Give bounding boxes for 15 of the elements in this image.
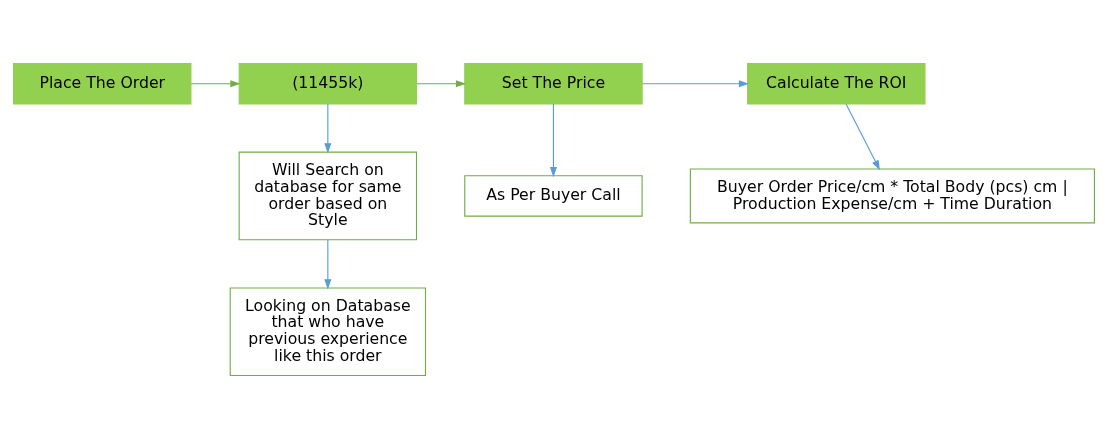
arrow [641, 79, 749, 87]
node-box: Will Search on database for same order based on Style [238, 151, 418, 240]
node-box: As Per Buyer Call [464, 174, 643, 217]
arrow [324, 239, 332, 289]
node-box: Place The Order [13, 62, 192, 104]
arrow [416, 79, 467, 87]
arrow [324, 102, 332, 153]
arrow [190, 79, 241, 87]
arrow [549, 102, 557, 177]
node-box: Looking on Database that who have previous experience like this order [229, 286, 427, 376]
node-box: Calculate The ROI [747, 62, 926, 104]
node-box: Set The Price [464, 62, 643, 104]
node-box: (11455k) [238, 62, 418, 104]
node-box: Buyer Order Price/cm * Total Body (pcs) cm | Production Expense/cm + Time Duration [689, 167, 1095, 223]
arrow [845, 102, 880, 170]
